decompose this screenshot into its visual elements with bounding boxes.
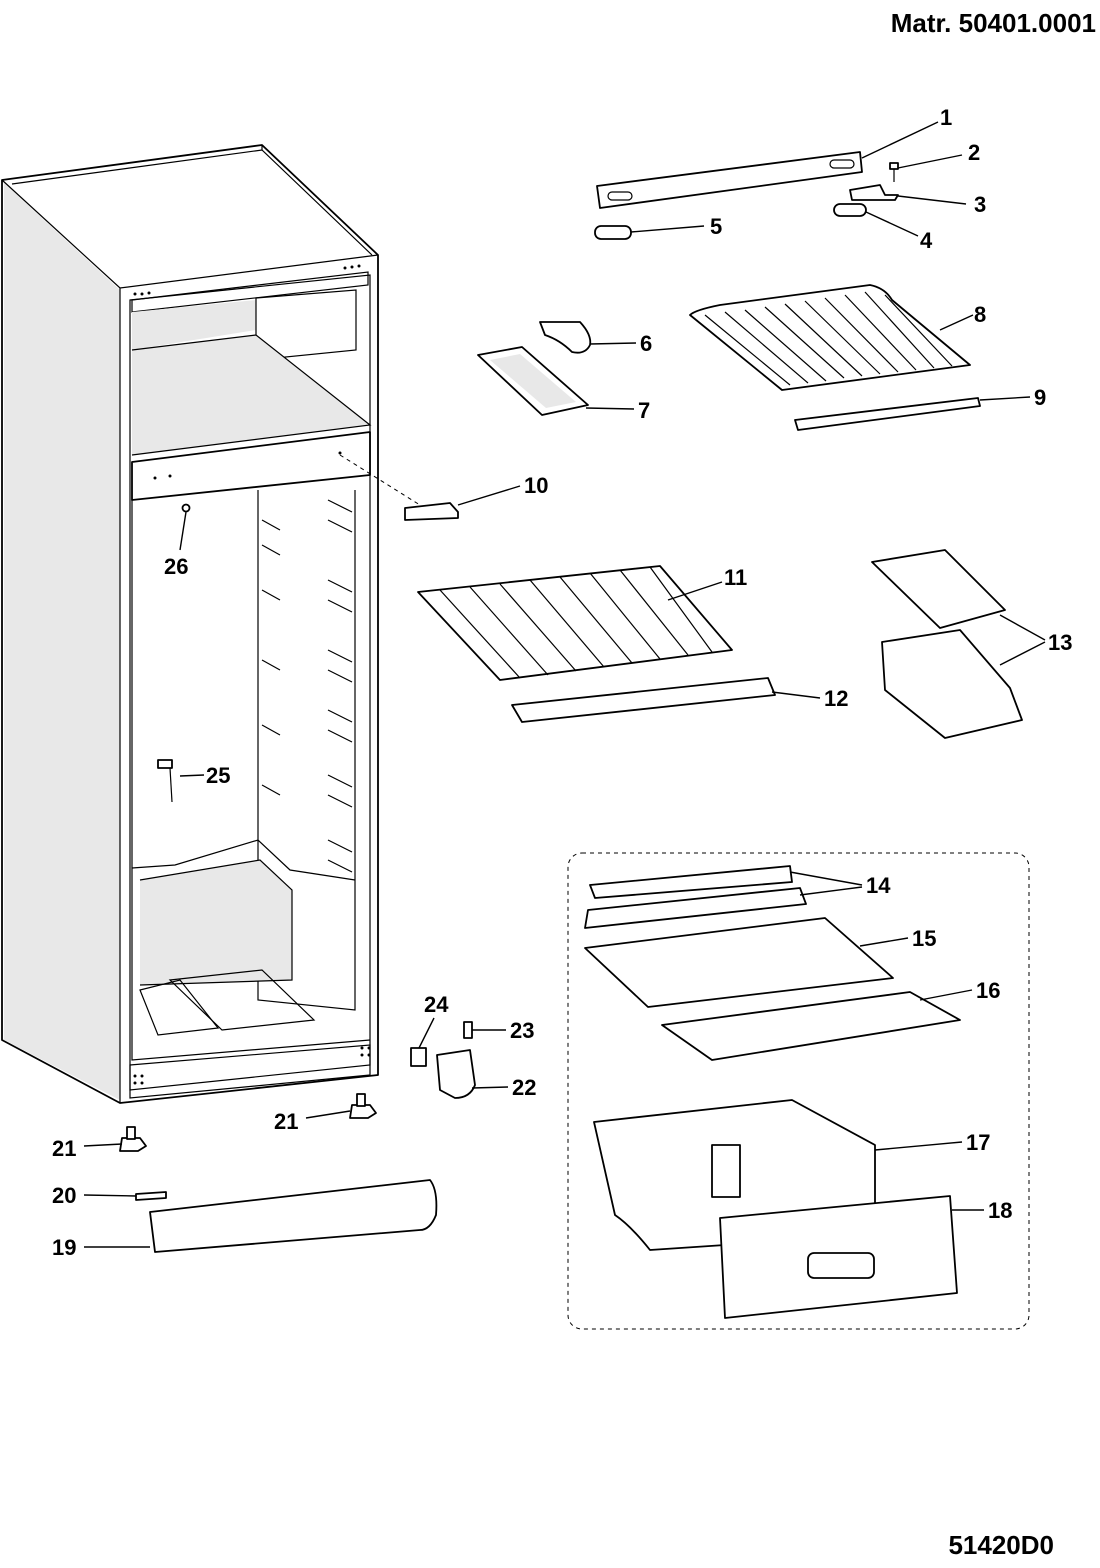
part-21-foot-a [119,1126,147,1152]
part-4-bushing [833,203,867,217]
part-15-glass-shelf [584,917,894,1008]
callout-25: 25 [206,763,230,788]
callout-21a: 21 [52,1136,76,1161]
part-25-thermostat [157,759,173,803]
part-12-shelf-trim [511,677,776,723]
document-id: Matr. 50401.0001 [890,8,1096,38]
part-6-egg-tray [539,321,592,354]
drawing-code: 51420D0 [948,1530,1054,1560]
callout-3: 3 [974,192,986,217]
callout-5: 5 [710,214,722,239]
part-16-front-trim [661,991,961,1061]
callout-1: 1 [940,105,952,130]
callout-16: 16 [976,978,1000,1003]
part-14-shelf-frame [584,865,807,929]
part-2-screw [889,162,899,182]
fridge-cabinet [1,144,421,1104]
callout-12: 12 [824,686,848,711]
part-7-ice-tray [477,346,589,416]
callout-4: 4 [920,228,933,253]
callout-24: 24 [424,992,449,1017]
part-8-wire-shelf [689,284,971,391]
callout-8: 8 [974,302,986,327]
part-10-bracket [404,502,459,521]
callout-21b: 21 [274,1109,298,1134]
part-5-plug [594,225,632,240]
crisper-group-box [567,852,1030,1330]
part-24-spacer [410,1047,427,1067]
part-9-profile [794,397,981,431]
callout-7: 7 [638,398,650,423]
callout-20: 20 [52,1183,76,1208]
callout-17: 17 [966,1130,990,1155]
part-18-drawer-front [719,1195,958,1319]
part-21-foot-b [349,1093,377,1119]
callout-26: 26 [164,554,188,579]
callout-22: 22 [512,1075,536,1100]
part-13-dairy-box [871,549,1023,739]
part-26-screw [181,503,191,513]
callout-6: 6 [640,331,652,356]
part-22-lower-hinge [436,1049,476,1099]
callout-14: 14 [866,873,891,898]
part-20-clip [135,1191,167,1201]
callout-13: 13 [1048,630,1072,655]
part-23-pin [463,1021,473,1039]
callout-23: 23 [510,1018,534,1043]
callout-15: 15 [912,926,936,951]
callout-2: 2 [968,140,980,165]
part-3-hinge [849,184,899,201]
part-1-top-trim [596,151,863,209]
callout-19: 19 [52,1235,76,1260]
callout-10: 10 [524,473,548,498]
callout-9: 9 [1034,385,1046,410]
callout-18: 18 [988,1198,1012,1223]
callout-11: 11 [724,565,747,590]
part-19-plinth [149,1179,438,1253]
part-11-wire-shelf [417,565,733,681]
